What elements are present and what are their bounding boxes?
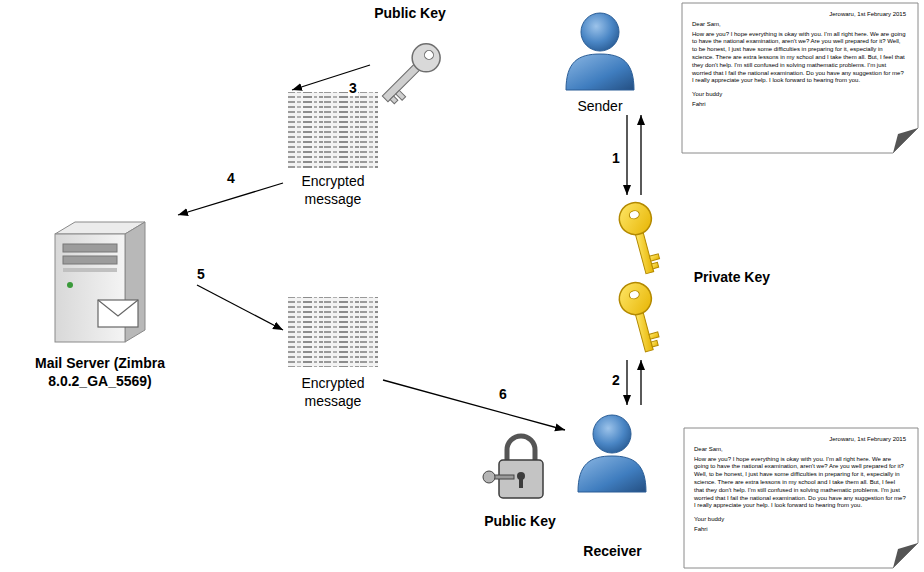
person-icon	[578, 415, 646, 492]
step-number: 6	[498, 386, 508, 402]
letter-text: Your buddy	[692, 91, 906, 99]
server-node: Mail Server (Zimbra 8.0.2_GA_5569)	[3, 215, 197, 390]
letter-text: Jerowaru, 1st February 2015	[694, 436, 906, 444]
letter-text: Fahri	[694, 526, 906, 534]
node-label: Encrypted message	[283, 375, 383, 410]
flow-arrow	[197, 285, 283, 330]
node-label: Private Key	[694, 269, 770, 287]
key-node: Public Key	[370, 5, 450, 115]
actor-node: Sender	[545, 5, 655, 115]
key-icon	[375, 38, 446, 109]
letter-text: How are you? I hope everything is okay w…	[692, 31, 906, 86]
message-node: Encrypted message	[283, 90, 383, 208]
flow-arrow	[383, 380, 565, 430]
letter-text: Dear Sam,	[692, 21, 906, 29]
letter-node: Jerowaru, 1st February 2015Dear Sam, How …	[682, 3, 918, 153]
flow-arrow	[292, 65, 370, 90]
person-icon	[566, 13, 634, 90]
node-label: Encrypted message	[283, 173, 383, 208]
step-number: 5	[196, 266, 206, 282]
key-icon	[616, 279, 665, 355]
flow-arrow	[626, 115, 627, 195]
letter-text: Jerowaru, 1st February 2015	[692, 11, 906, 19]
flow-arrow	[626, 360, 627, 405]
letter-text: How are you? I hope everything is okay w…	[694, 456, 906, 511]
step-number: 2	[611, 372, 621, 388]
node-label: Sender	[577, 98, 622, 116]
step-number: 1	[611, 150, 621, 166]
actor-node: Receiver	[565, 405, 660, 560]
node-label: Public Key	[484, 513, 556, 531]
step-number: 3	[348, 80, 358, 96]
flow-arrow	[640, 360, 641, 405]
letter-paper	[682, 3, 918, 568]
ciphertext-block	[288, 92, 378, 367]
letter-text: Your buddy	[694, 516, 906, 524]
letter-text: Dear Sam,	[694, 446, 906, 454]
message-node: Encrypted message	[283, 295, 383, 410]
node-label: Mail Server (Zimbra 8.0.2_GA_5569)	[3, 355, 197, 390]
step-number: 4	[226, 170, 236, 186]
flow-arrow	[640, 115, 641, 195]
key-node: Public Key	[478, 425, 562, 530]
padlock-icon	[483, 436, 543, 498]
letter-text: Fahri	[692, 101, 906, 109]
node-label: Receiver	[583, 543, 641, 561]
node-label: Public Key	[374, 5, 446, 23]
server-icon	[55, 222, 145, 342]
key-node: Private Key	[605, 195, 770, 360]
flow-arrow	[178, 183, 283, 215]
letter-node: Jerowaru, 1st February 2015Dear Sam, How …	[684, 428, 918, 568]
key-icon	[616, 199, 666, 277]
